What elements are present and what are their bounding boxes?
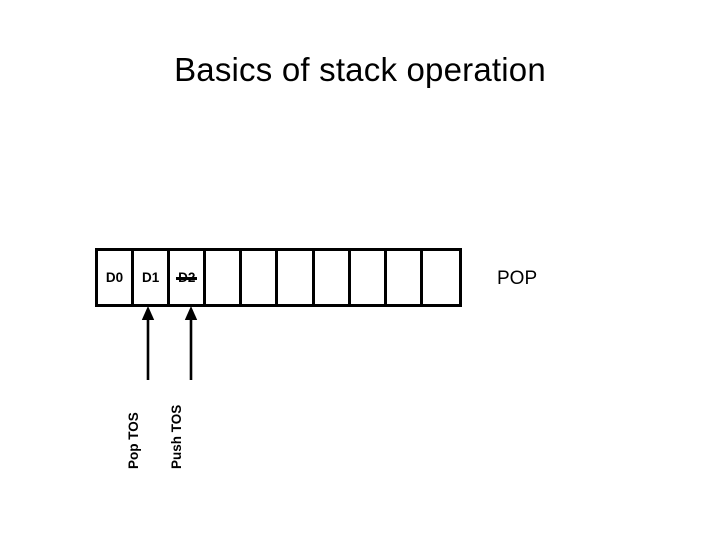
stack-cell-4 xyxy=(242,251,279,304)
stack-cell-1: D1 xyxy=(134,251,171,304)
page-title: Basics of stack operation xyxy=(174,51,546,88)
stack-row: D0 D1 D2 xyxy=(95,248,462,307)
stack-cell-8 xyxy=(386,251,423,304)
pop-tos-label: Pop TOS xyxy=(126,412,141,469)
stack-cell-label-0: D0 xyxy=(105,269,124,285)
stack-cell-2: D2 xyxy=(170,251,207,304)
stack-cell-6 xyxy=(314,251,351,304)
push-tos-label: Push TOS xyxy=(169,404,184,469)
stack-cell-5 xyxy=(278,251,315,304)
pop-caption: POP xyxy=(497,268,538,289)
stack-cell-3 xyxy=(206,251,243,304)
stack-cell-9 xyxy=(422,251,459,304)
stack-cell-0: D0 xyxy=(98,251,135,304)
stack-cell-label-1: D1 xyxy=(142,269,160,285)
push-tos-arrow-icon xyxy=(183,306,199,380)
stack-cell-label-2: D2 xyxy=(178,269,196,285)
stack-cell-7 xyxy=(350,251,387,304)
pop-tos-arrow-icon xyxy=(140,306,156,380)
